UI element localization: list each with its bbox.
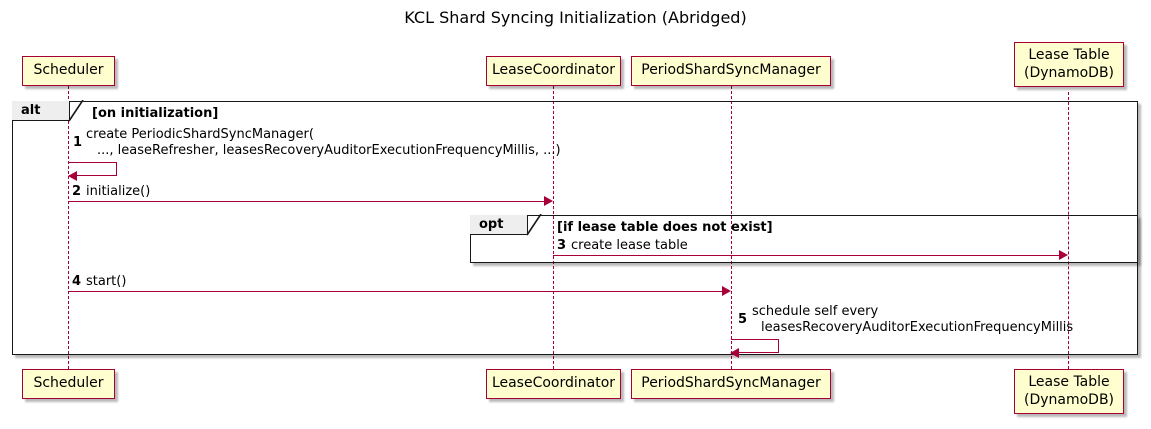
- diagram-title: KCL Shard Syncing Initialization (Abridg…: [404, 8, 747, 27]
- fragment-opt-tab-diagonal: [526, 214, 543, 236]
- fragment-opt-guard: [if lease table does not exist]: [557, 220, 773, 235]
- message-1-label-line1: create PeriodicShardSyncManager(: [86, 127, 314, 142]
- fragment-alt-tab-diagonal: [68, 100, 85, 122]
- participant-scheduler-bottom-label: Scheduler: [33, 375, 104, 392]
- participant-leasecoordinator-bottom[interactable]: LeaseCoordinator: [486, 369, 621, 399]
- message-3-label: create lease table: [571, 238, 688, 253]
- message-4-label: start(): [86, 274, 127, 289]
- fragment-opt-keyword: opt: [479, 217, 504, 232]
- participant-scheduler-top[interactable]: Scheduler: [22, 56, 115, 86]
- fragment-alt-guard: [on initialization]: [92, 106, 219, 121]
- message-1-self-loop: [69, 162, 117, 176]
- participant-scheduler-bottom[interactable]: Scheduler: [22, 369, 115, 399]
- message-3-number: 3: [557, 238, 567, 253]
- participant-leasetable-top[interactable]: Lease Table (DynamoDB): [1014, 42, 1124, 87]
- participant-leasetable-top-label-line1: Lease Table: [1028, 47, 1110, 63]
- message-2-arrowhead: [544, 196, 553, 206]
- participant-leasecoordinator-top-label: LeaseCoordinator: [491, 62, 616, 79]
- fragment-opt-keyword-tab: opt: [470, 215, 528, 235]
- message-1-arrowhead: [68, 171, 77, 181]
- message-3-arrowhead: [1059, 250, 1068, 260]
- message-1-number: 1: [73, 135, 83, 150]
- message-4-arrowhead: [722, 286, 731, 296]
- participant-periodshardsyncmanager-bottom-label: PeriodShardSyncManager: [641, 375, 821, 392]
- participant-periodshardsyncmanager-top[interactable]: PeriodShardSyncManager: [631, 56, 831, 86]
- message-5-self-loop: [731, 339, 779, 353]
- message-2-number: 2: [72, 184, 82, 199]
- participant-leasetable-top-label-line2: (DynamoDB): [1023, 64, 1115, 81]
- participant-leasecoordinator-top[interactable]: LeaseCoordinator: [486, 56, 621, 86]
- lifeline-leasetable: [1068, 92, 1069, 369]
- participant-leasetable-bottom[interactable]: Lease Table (DynamoDB): [1014, 369, 1124, 414]
- lifeline-leasecoordinator: [553, 86, 554, 369]
- message-2-line: [68, 201, 545, 202]
- message-1-label-line2: ..., leaseRefresher, leasesRecoveryAudit…: [97, 143, 561, 158]
- fragment-alt-keyword-tab: alt: [12, 101, 70, 121]
- message-5-arrowhead: [730, 348, 739, 358]
- message-4-line: [68, 291, 723, 292]
- message-5-label-line2: leasesRecoveryAuditorExecutionFrequencyM…: [761, 320, 1074, 335]
- lifeline-periodshardsyncmanager: [731, 86, 732, 369]
- message-2-label: initialize(): [86, 184, 151, 199]
- fragment-opt: [470, 215, 1138, 263]
- message-4-number: 4: [72, 274, 82, 289]
- participant-leasetable-bottom-label-line1: Lease Table: [1028, 374, 1110, 390]
- participant-periodshardsyncmanager-bottom[interactable]: PeriodShardSyncManager: [631, 369, 831, 399]
- lifeline-scheduler: [68, 86, 69, 369]
- participant-leasetable-bottom-label-line2: (DynamoDB): [1023, 391, 1115, 408]
- participant-scheduler-top-label: Scheduler: [33, 62, 104, 79]
- message-5-label-line1: schedule self every: [752, 304, 879, 319]
- participant-periodshardsyncmanager-top-label: PeriodShardSyncManager: [641, 62, 821, 79]
- participant-leasecoordinator-bottom-label: LeaseCoordinator: [491, 375, 616, 392]
- message-5-number: 5: [738, 312, 748, 327]
- message-3-line: [553, 255, 1060, 256]
- fragment-alt-keyword: alt: [21, 103, 41, 118]
